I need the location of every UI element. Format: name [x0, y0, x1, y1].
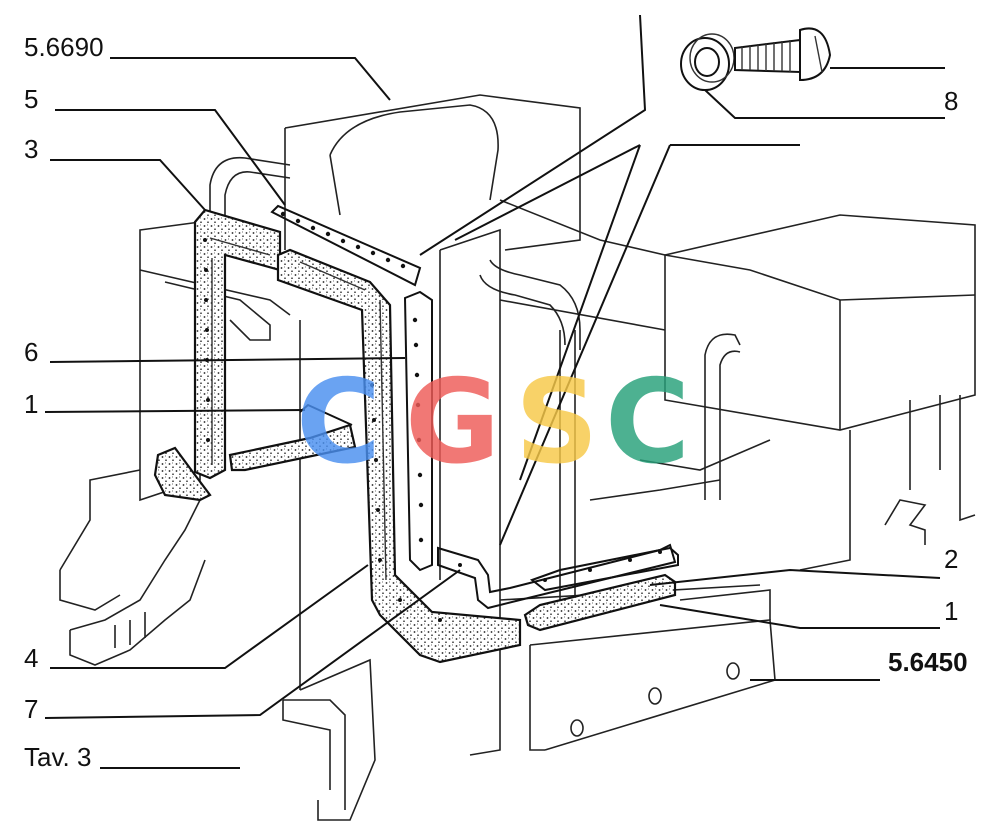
seal-part-1-right: [523, 573, 677, 632]
callout-1-right: 1: [944, 596, 958, 626]
leader-lines: [44, 14, 945, 769]
callout-5: 5: [24, 84, 38, 114]
watermark-letter-c1: C: [296, 355, 381, 490]
hole-markers: [203, 211, 662, 622]
figure-label: Tav. 3: [24, 742, 91, 772]
washer-icon: [680, 33, 735, 91]
machine-body-outline: [59, 94, 976, 821]
watermark-letter-c2: C: [605, 355, 690, 490]
callout-8: 8: [944, 86, 958, 116]
strip-part-4: [403, 290, 433, 572]
seal-part-6: [276, 248, 522, 664]
watermark: C G S C: [296, 355, 690, 490]
callout-2: 2: [944, 544, 958, 574]
seal-part-2: [529, 546, 679, 592]
callout-7: 7: [24, 694, 38, 724]
callout-1-left: 1: [24, 389, 38, 419]
watermark-letter-g: G: [405, 355, 500, 490]
callout-3: 3: [24, 134, 38, 164]
callout-5-6690: 5.6690: [24, 32, 104, 62]
seal-part-3: [193, 208, 282, 480]
callout-labels: 5.6690 5 3 6 1 4 7 8 2 1 5.6450 Tav. 3: [24, 32, 968, 772]
callout-6: 6: [24, 337, 38, 367]
strip-part-5: [270, 204, 422, 287]
callout-5-6450: 5.6450: [888, 647, 968, 677]
watermark-letter-s: S: [515, 355, 599, 490]
screw-icon: [734, 27, 832, 82]
seal-part-1-left: [153, 403, 357, 502]
bracket-part-7: [437, 543, 677, 610]
callout-4: 4: [24, 643, 38, 673]
